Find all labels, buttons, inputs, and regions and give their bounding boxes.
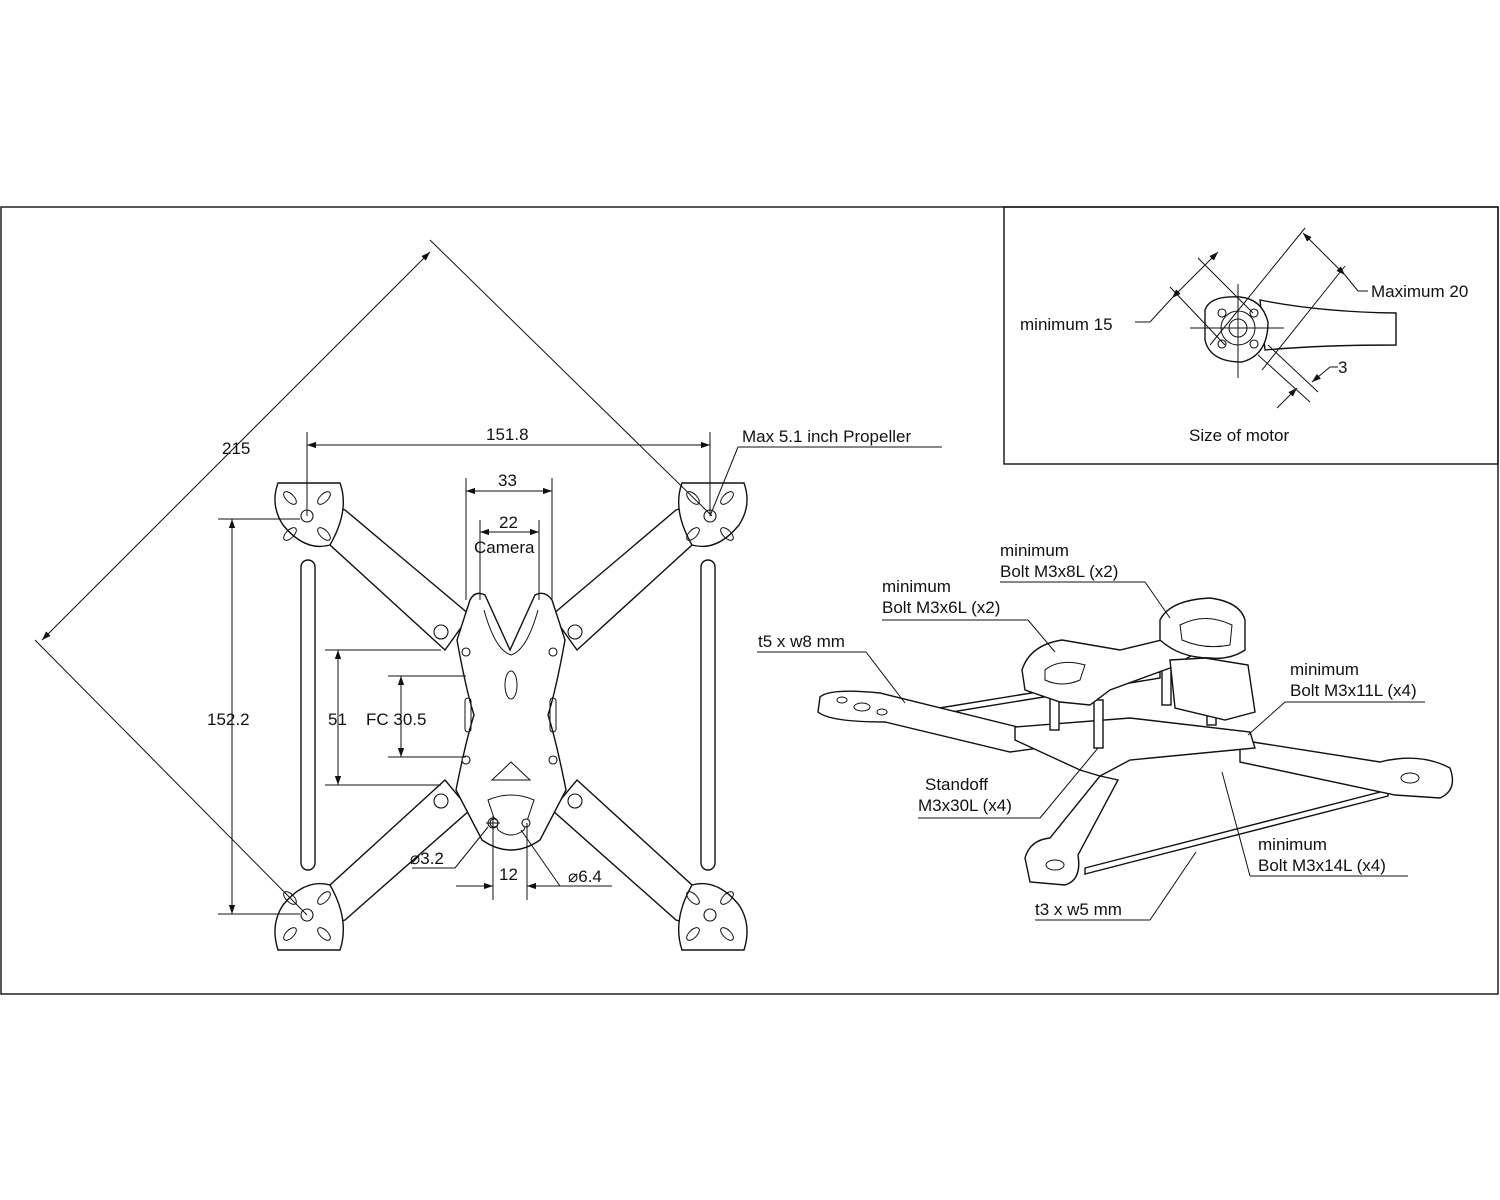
iso-top-plate-cutout	[1044, 661, 1086, 685]
side-rail-left	[300, 559, 316, 871]
motor-caption: Size of motor	[1189, 426, 1289, 445]
mount-hole	[433, 793, 449, 809]
mount-hole	[521, 818, 531, 828]
camera-cutout	[483, 609, 539, 656]
iso-arm-right	[1239, 739, 1454, 799]
motor-screw	[1217, 308, 1227, 318]
side-slot-left	[464, 697, 472, 733]
dim-fc-mount: FC 30.5	[366, 675, 466, 758]
dim-length-value: 152.2	[207, 710, 250, 729]
dim-stack-height-value: 51	[328, 710, 347, 729]
bolt-14-line2: Bolt M3x14L (x4)	[1258, 856, 1386, 875]
center-slot	[504, 670, 518, 700]
hole-large-label: ⌀6.4	[568, 867, 602, 886]
iso-camera-cage-inner	[1179, 618, 1233, 648]
dim-fc-mount-value: FC 30.5	[366, 710, 426, 729]
dim-motor-spacing: 151.8	[306, 425, 711, 516]
motor-maximum-label: Maximum 20	[1371, 282, 1468, 301]
iso-rail-bottom	[1084, 789, 1389, 875]
rear-cutout	[487, 794, 535, 836]
bolt-8-line2: Bolt M3x8L (x2)	[1000, 562, 1118, 581]
iso-arm-rear-left	[1024, 775, 1120, 886]
top-view: 215 151.8 Max 5.1 inch Propeller 33	[34, 239, 942, 951]
battery-cutout	[490, 761, 532, 781]
motor-pad-front-left	[274, 482, 345, 548]
motor-screw	[1249, 339, 1259, 349]
camera-label: Camera	[474, 538, 535, 557]
mount-hole	[433, 624, 449, 640]
dim-diagonal-value: 215	[222, 439, 250, 458]
mount-hole	[548, 647, 558, 657]
iso-view: minimum Bolt M3x8L (x2) minimum Bolt M3x…	[757, 541, 1454, 921]
dim-stack-height: 51	[325, 649, 441, 786]
motor-detail-box	[1003, 206, 1499, 465]
motor-pad-front-right	[677, 482, 748, 548]
drawing-border	[0, 206, 1499, 995]
mount-hole	[567, 793, 583, 809]
standoff-line2: M3x30L (x4)	[918, 796, 1012, 815]
top-plate-label: t5 x w8 mm	[758, 632, 845, 651]
dim-camera-outer: 33	[465, 471, 553, 600]
motor-pad-rear-right	[677, 882, 748, 951]
hole-small-label: ⌀3.2	[410, 849, 444, 868]
motor-arm-thickness: 3	[1338, 358, 1347, 377]
mount-hole	[461, 647, 471, 657]
iso-top-plate	[1021, 637, 1207, 706]
bolt-11-line2: Bolt M3x11L (x4)	[1290, 681, 1417, 700]
iso-camera-side	[1169, 657, 1256, 721]
side-rail-right	[700, 559, 716, 871]
standoff-line1: Standoff	[925, 775, 988, 794]
dim-motor-spacing-value: 151.8	[486, 425, 529, 444]
iso-arm-front-left	[817, 690, 1042, 753]
iso-bottom-plate	[1014, 717, 1256, 777]
bolt-8-line1: minimum	[1000, 541, 1069, 560]
mount-hole	[461, 755, 471, 765]
mount-hole	[567, 624, 583, 640]
bolt-14-line1: minimum	[1258, 835, 1327, 854]
motor-screw	[1217, 339, 1227, 349]
motor-detail: minimum 15 Maximum 20 3 Size of motor	[1020, 227, 1468, 445]
motor-pad	[1204, 296, 1269, 363]
bolt-11-line1: minimum	[1290, 660, 1359, 679]
motor-arm	[1259, 299, 1397, 351]
dim-camera-inner-value: 22	[499, 513, 518, 532]
propeller-note: Max 5.1 inch Propeller	[742, 427, 911, 446]
bolt-6-line1: minimum	[882, 577, 951, 596]
dim-length: 152.2	[207, 518, 300, 915]
dim-hole-spacing-value: 12	[499, 865, 518, 884]
center-body	[455, 592, 567, 851]
dim-rear-holes: 12 ⌀3.2 ⌀6.4	[410, 816, 612, 900]
mount-hole	[548, 755, 558, 765]
motor-screw	[1249, 308, 1259, 318]
dim-camera-inner: 22 Camera	[474, 513, 540, 600]
dim-diagonal: 215	[34, 239, 713, 916]
iso-camera-cage	[1159, 597, 1246, 660]
bottom-plate-label: t3 x w5 mm	[1035, 900, 1122, 919]
side-slot-right	[549, 697, 557, 733]
iso-standoff	[1093, 699, 1104, 749]
bolt-6-line2: Bolt M3x6L (x2)	[882, 598, 1000, 617]
dim-camera-outer-value: 33	[498, 471, 517, 490]
propeller-callout: Max 5.1 inch Propeller	[709, 427, 942, 517]
motor-minimum-label: minimum 15	[1020, 315, 1113, 334]
